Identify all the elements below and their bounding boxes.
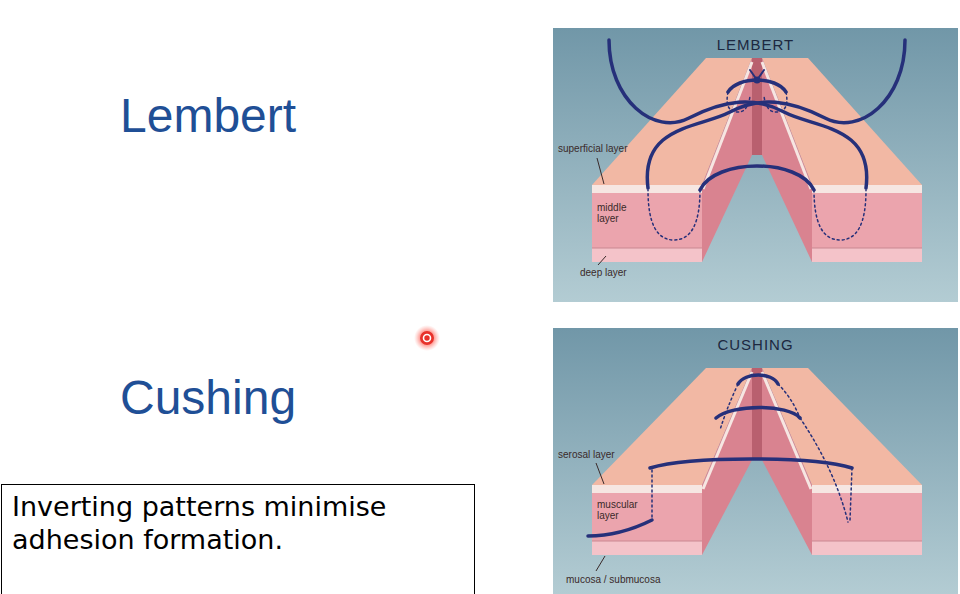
layer-band (812, 193, 922, 248)
lembert-suture (609, 40, 905, 240)
layer-band (812, 248, 922, 262)
note-text: Inverting patterns minimise adhesion for… (12, 491, 464, 557)
leader-line (596, 463, 604, 484)
layer-band (812, 485, 922, 493)
slide-heading: Lembert (120, 90, 296, 143)
layer-label: middle layer (597, 202, 643, 224)
layer-label: serosal layer (558, 449, 615, 460)
suture-bite (700, 166, 814, 190)
buried-suture (720, 384, 738, 430)
leader-line (597, 158, 604, 184)
layer-label: mucosa / submucosa (566, 574, 661, 585)
leader-line (596, 556, 605, 571)
tissue-slabs (592, 58, 922, 262)
knot-ends (750, 70, 764, 80)
pointer-dot (420, 331, 434, 345)
suture-bite (738, 375, 778, 384)
layer-band (812, 493, 922, 541)
layer-line (592, 248, 702, 249)
panel-title: CUSHING (559, 336, 952, 354)
layer-label: muscular layer (597, 499, 647, 521)
incision-gap (752, 368, 762, 460)
slab-inner-face (762, 58, 812, 262)
incision-gap (752, 58, 762, 155)
layer-band (592, 248, 702, 262)
cushing-suture (588, 375, 852, 536)
serosa-edge (703, 372, 752, 489)
panel-ground (553, 328, 958, 594)
layer-band (812, 541, 922, 555)
suture-bite (716, 408, 800, 419)
layer-band (592, 485, 702, 493)
illustration-panel: CUSHING (553, 328, 958, 594)
buried-suture (648, 190, 700, 240)
buried-suture (850, 468, 852, 520)
buried-suture (800, 418, 848, 522)
layer-line (592, 541, 702, 542)
suture-tail (588, 520, 652, 536)
illustration-panel: LEMBERT (553, 28, 958, 302)
layer-band (592, 193, 702, 248)
panel-ground (553, 28, 958, 302)
suture-bite (650, 459, 852, 468)
tissue-slabs (592, 368, 922, 555)
pointer-glow (414, 325, 440, 351)
slide-heading: Cushing (120, 372, 296, 425)
note-box: Inverting patterns minimise adhesion for… (1, 484, 475, 594)
slab-inner-face (702, 58, 752, 262)
panel-title: LEMBERT (559, 36, 952, 54)
layer-label: deep layer (580, 267, 627, 278)
pointer-ring (424, 335, 431, 342)
serosa-edge (762, 372, 811, 489)
leader-line (598, 256, 606, 265)
layer-line (812, 541, 922, 542)
layer-line (812, 248, 922, 249)
buried-suture (651, 470, 653, 520)
layer-label: superficial layer (558, 143, 627, 154)
layer-band (592, 541, 702, 555)
suture-strand (609, 40, 867, 188)
buried-suture (814, 190, 866, 240)
